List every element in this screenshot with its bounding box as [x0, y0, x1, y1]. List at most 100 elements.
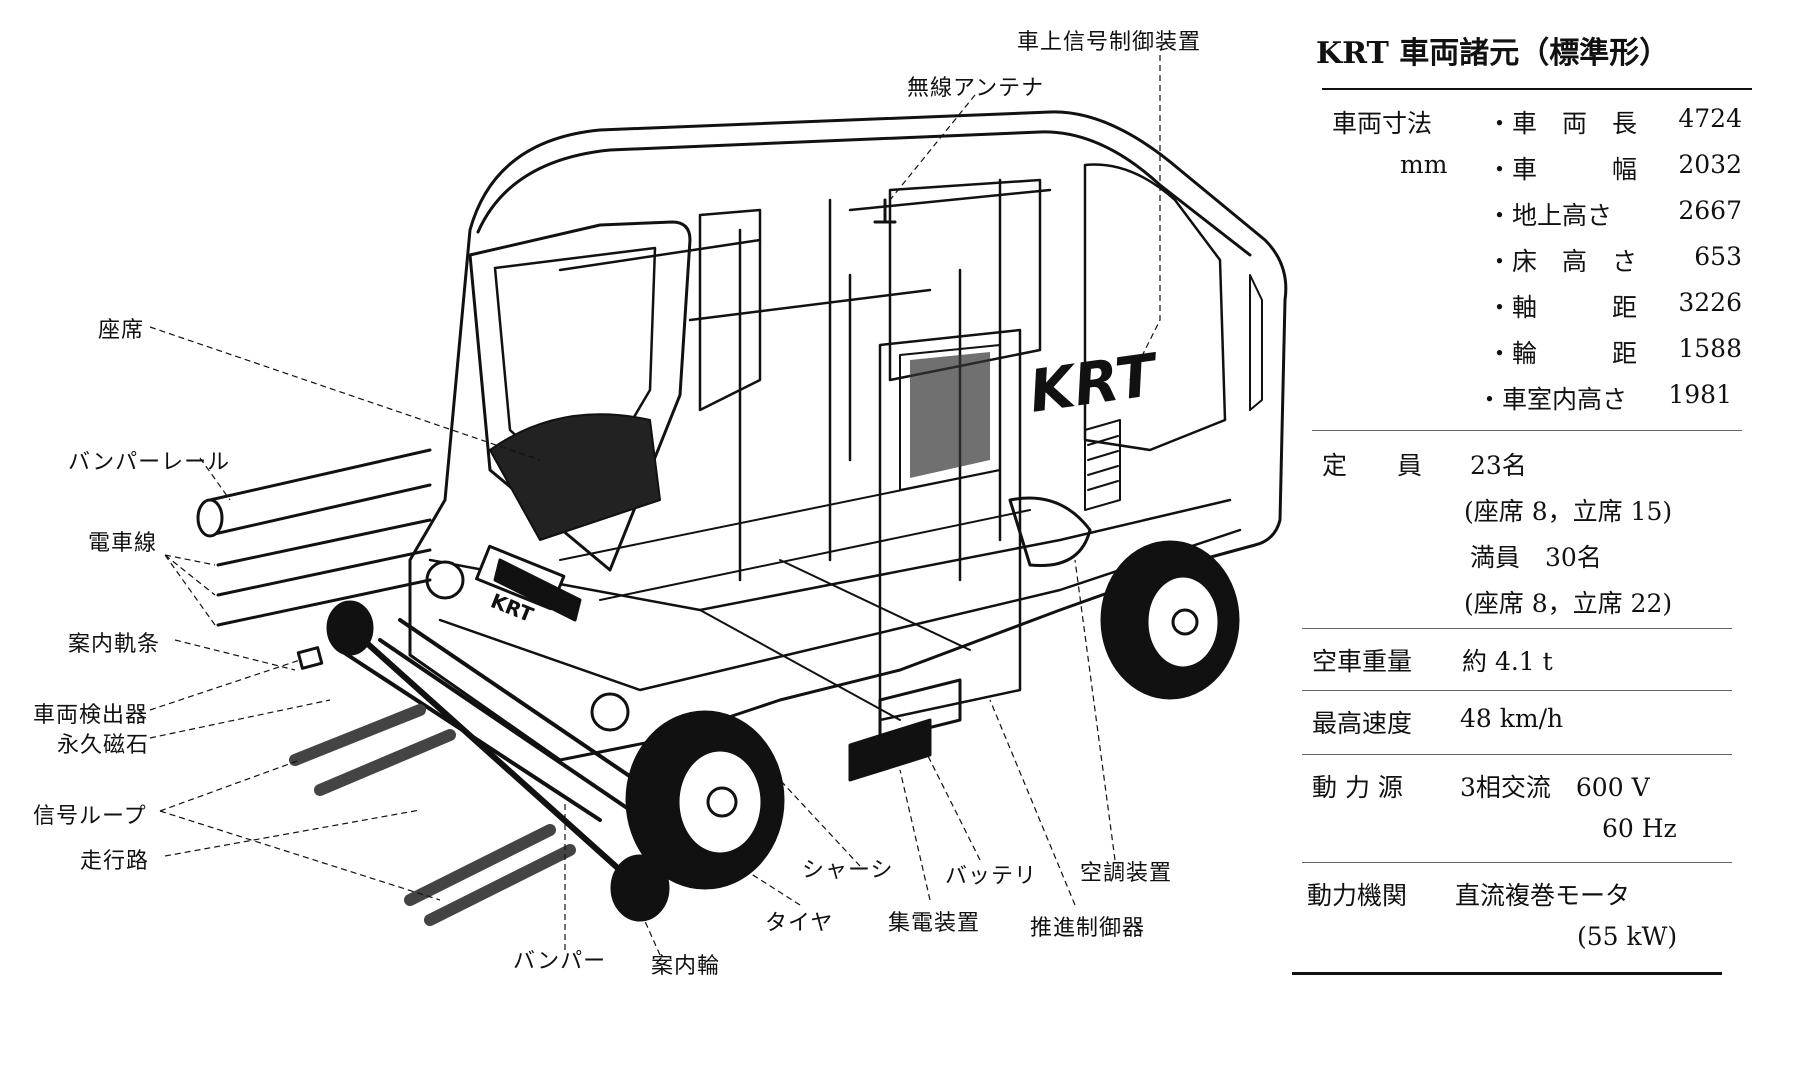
label-propulsion: 推進制御器: [1030, 916, 1146, 941]
guide-arm: [347, 625, 643, 891]
bumper-rail: [208, 448, 432, 537]
dim-floor-label: ・床 高 さ: [1487, 247, 1638, 276]
label-collector: 集電装置: [888, 911, 981, 936]
headlight-left: [425, 560, 465, 600]
speed-value: 48 km/h: [1460, 704, 1564, 733]
weight-label: 空車重量: [1312, 647, 1413, 676]
door-frame: [878, 328, 1022, 722]
track-strip-4: [424, 844, 576, 926]
front-wheel-center: [706, 786, 738, 818]
rule-3: [1302, 690, 1732, 691]
dim-length-value: 4724: [1678, 104, 1742, 133]
capacity-label: 定 員: [1322, 451, 1423, 480]
track-strip-3: [404, 824, 556, 906]
roof-line: [476, 130, 1252, 257]
top-rule: [1322, 88, 1752, 90]
power-line2: 60 Hz: [1602, 814, 1677, 843]
dim-interior-value: 1981: [1668, 380, 1732, 409]
leader-tire: [744, 869, 801, 906]
leader-magnet: [149, 699, 331, 739]
leader-aircon: [1074, 559, 1116, 861]
dim-interior-label: ・車室内高さ: [1477, 385, 1628, 414]
capacity-line2: (座席 8，立席 15): [1464, 497, 1673, 526]
bottom-rule: [1292, 972, 1722, 975]
leader-track: [164, 809, 421, 857]
track-strip-1: [289, 704, 426, 766]
vehicle-body-outline: [408, 110, 1288, 762]
dim-floor-value: 653: [1694, 242, 1742, 271]
leader-signal-loop: [159, 759, 441, 901]
leader-seat: [149, 326, 541, 461]
rear-corner-window: [1249, 274, 1263, 411]
bumper-rail-end: [196, 498, 224, 538]
weight-value: 約 4.1 t: [1462, 647, 1553, 676]
motor-label: 動力機関: [1307, 881, 1408, 910]
floor-deck: [428, 498, 1232, 612]
battery-box: [878, 678, 962, 742]
label-bumper-rail: バンパーレール: [68, 450, 231, 475]
rule-2: [1302, 628, 1732, 629]
rule-1: [1312, 430, 1742, 431]
label-onboard-signal: 車上信号制御装置: [1017, 30, 1202, 55]
leader-bumper-rail: [199, 457, 231, 501]
dim-track-label: ・輪 距: [1487, 339, 1638, 368]
rule-4: [1302, 754, 1732, 755]
track-strip-2: [314, 729, 456, 796]
trolley-wires: [216, 518, 432, 627]
label-signal-loop: 信号ループ: [33, 804, 147, 829]
leader-collector: [899, 769, 931, 901]
dimensions-label: 車両寸法: [1332, 109, 1433, 138]
leader-guide-rail: [174, 639, 296, 671]
side-window-1: [698, 208, 762, 412]
leader-guide-wheel: [639, 909, 661, 956]
dim-wheelbase-value: 3226: [1678, 288, 1742, 317]
front-frame: [468, 220, 692, 572]
label-trolley: 電車線: [88, 531, 158, 556]
dim-width-value: 2032: [1678, 150, 1742, 179]
side-window-2: [888, 178, 1042, 382]
rear-window: [1083, 163, 1227, 452]
label-tire: タイヤ: [765, 911, 834, 936]
label-seat: 座席: [98, 318, 145, 343]
collector-box: [848, 718, 932, 782]
rule-5: [1302, 862, 1732, 863]
dim-width-label: ・車 幅: [1487, 155, 1638, 184]
door-seat-shape: [910, 352, 990, 478]
motor-line1: 直流複巻モータ: [1455, 881, 1631, 910]
capacity-line4: (座席 8，立席 22): [1464, 589, 1673, 618]
spec-title: KRT 車両諸元（標準形）: [1316, 36, 1670, 71]
dim-height-label: ・地上高さ: [1487, 201, 1613, 230]
front-grille: [493, 558, 582, 622]
rear-wheel-center: [1171, 608, 1199, 636]
dim-wheelbase-label: ・軸 距: [1487, 293, 1638, 322]
leader-onboard-signal: [1129, 55, 1161, 381]
leader-trolley: [164, 554, 216, 626]
label-antenna: 無線アンテナ: [907, 76, 1045, 101]
vent-grille: [1084, 419, 1121, 511]
power-line1: 3相交流 600 V: [1460, 773, 1650, 802]
label-guide-rail: 案内軌条: [68, 632, 161, 657]
vehicle-detector: [296, 646, 324, 670]
dimensions-unit: mm: [1400, 150, 1448, 179]
dim-height-value: 2667: [1678, 196, 1742, 225]
leader-battery: [919, 739, 981, 861]
aircon-unit: [1008, 496, 1092, 568]
speed-label: 最高速度: [1312, 709, 1413, 738]
label-chassis: シャーシ: [802, 858, 894, 883]
label-guide-wheel: 案内輪: [651, 954, 721, 979]
leader-detector: [149, 659, 301, 711]
antenna-mast: [873, 198, 897, 224]
motor-line2: (55 kW): [1577, 922, 1678, 951]
label-battery: バッテリ: [945, 864, 1038, 889]
capacity-line3: 満員 30名: [1470, 543, 1602, 572]
label-detector: 車両検出器: [33, 703, 149, 728]
label-magnet: 永久磁石: [57, 733, 150, 758]
capacity-line1: 23名: [1470, 451, 1527, 480]
power-label: 動 力 源: [1312, 773, 1403, 802]
headlight-right: [590, 692, 630, 732]
leader-propulsion: [989, 699, 1076, 906]
label-aircon: 空調装置: [1080, 861, 1173, 886]
label-track: 走行路: [80, 849, 150, 874]
leader-antenna: [889, 94, 976, 201]
